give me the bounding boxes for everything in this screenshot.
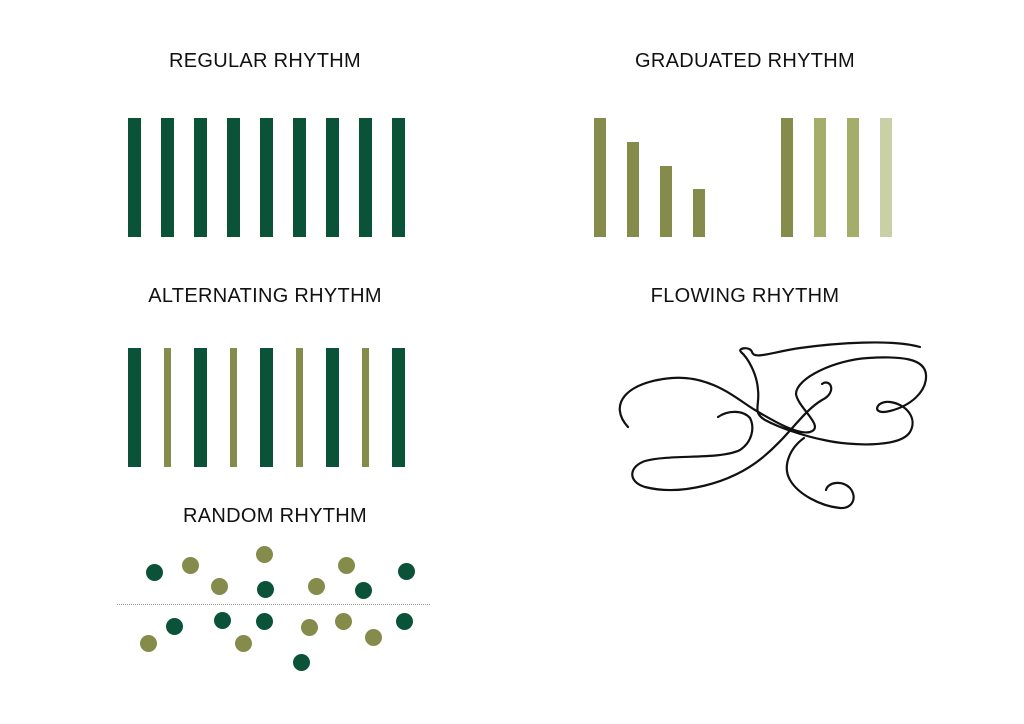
regular-bar <box>293 118 306 237</box>
random-dot <box>398 563 415 580</box>
alternating-bar-thin <box>164 348 171 467</box>
flowing-line <box>618 341 928 446</box>
random-dot <box>257 581 274 598</box>
alternating-bar-thin <box>362 348 369 467</box>
random-dot <box>301 619 318 636</box>
random-dot <box>235 635 252 652</box>
regular-bar <box>326 118 339 237</box>
graduated-tone-bar <box>814 118 826 237</box>
random-dot <box>365 629 382 646</box>
flowing-rhythm-title: FLOWING RHYTHM <box>650 285 840 307</box>
alternating-bar-thin <box>230 348 237 467</box>
alternating-bar-wide <box>392 348 405 467</box>
graduated-tone-bar <box>847 118 859 237</box>
random-rhythm-panel: RANDOM RHYTHM <box>115 500 435 690</box>
regular-bar <box>227 118 240 237</box>
random-dot <box>166 618 183 635</box>
regular-bar <box>260 118 273 237</box>
graduated-height-bar <box>660 166 672 237</box>
random-dot <box>146 564 163 581</box>
alternating-bar-wide <box>260 348 273 467</box>
graduated-height-bar <box>627 142 639 237</box>
alternating-rhythm-panel: ALTERNATING RHYTHM <box>115 280 415 480</box>
graduated-tone-bar <box>880 118 892 237</box>
regular-rhythm-panel: REGULAR RHYTHM <box>115 45 415 245</box>
regular-bar <box>359 118 372 237</box>
alternating-rhythm-title: ALTERNATING RHYTHM <box>148 285 382 307</box>
graduated-height-bar <box>594 118 606 237</box>
random-dot <box>214 612 231 629</box>
random-dot <box>396 613 413 630</box>
random-dot <box>140 635 157 652</box>
regular-bar <box>161 118 174 237</box>
random-dot <box>256 546 273 563</box>
random-rhythm-title: RANDOM RHYTHM <box>183 505 367 527</box>
random-dot <box>256 613 273 630</box>
random-dot <box>211 578 228 595</box>
random-dot <box>355 582 372 599</box>
regular-bar <box>194 118 207 237</box>
alternating-bar-wide <box>194 348 207 467</box>
flowing-rhythm-panel: FLOWING RHYTHM <box>585 280 905 320</box>
random-dot <box>338 557 355 574</box>
regular-bar <box>392 118 405 237</box>
flowing-curve <box>618 341 928 510</box>
alternating-bar-thin <box>296 348 303 467</box>
random-dot <box>293 654 310 671</box>
alternating-bar-wide <box>326 348 339 467</box>
random-dot <box>182 557 199 574</box>
regular-bar <box>128 118 141 237</box>
regular-rhythm-title: REGULAR RHYTHM <box>169 50 361 72</box>
graduated-tone-bar <box>781 118 793 237</box>
random-baseline <box>117 604 430 605</box>
graduated-rhythm-title: GRADUATED RHYTHM <box>635 50 855 72</box>
random-dot <box>335 613 352 630</box>
alternating-bar-wide <box>128 348 141 467</box>
random-dot <box>308 578 325 595</box>
graduated-rhythm-panel: GRADUATED RHYTHM <box>585 45 905 245</box>
graduated-height-bar <box>693 189 705 237</box>
flowing-line-lower <box>631 381 833 492</box>
flowing-line-tail <box>785 436 855 510</box>
